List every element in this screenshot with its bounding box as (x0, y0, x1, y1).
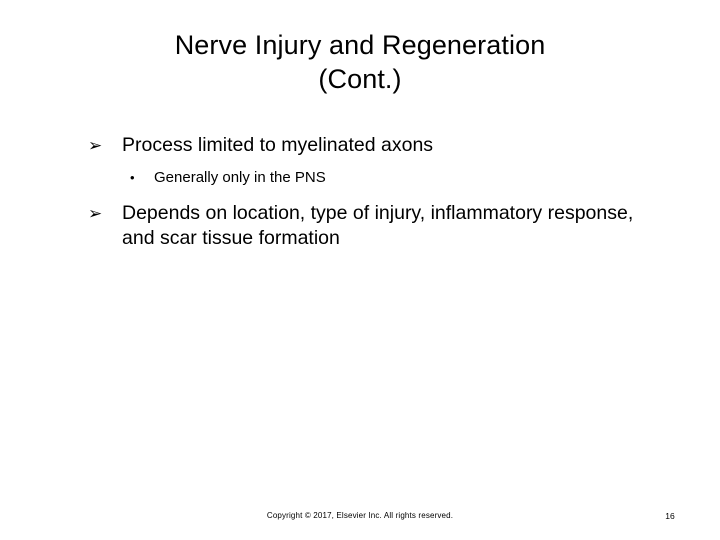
title-line-1: Nerve Injury and Regeneration (174, 30, 546, 60)
slide-body: ➢ Process limited to myelinated axons • … (88, 133, 654, 251)
arrowhead-bullet-icon: ➢ (88, 204, 103, 223)
bullet-item-3: ➢ Depends on location, type of injury, i… (88, 201, 654, 251)
bullet-item-3-text: Depends on location, type of injury, inf… (122, 202, 634, 249)
title-line-2: (Cont.) (318, 64, 402, 94)
copyright-notice: Copyright © 2017, Elsevier Inc. All righ… (266, 511, 454, 520)
round-bullet-icon: • (130, 170, 135, 185)
bullet-item-1-text: Process limited to myelinated axons (122, 134, 434, 156)
bullet-item-2-text: Generally only in the PNS (154, 169, 326, 186)
page-number: 16 (665, 511, 675, 521)
spacer-1 (88, 158, 654, 168)
spacer-2 (88, 188, 654, 201)
slide-title: Nerve Injury and Regeneration (Cont.) (60, 28, 660, 96)
bullet-item-2: • Generally only in the PNS (88, 168, 654, 188)
arrowhead-bullet-icon: ➢ (88, 136, 103, 155)
bullet-item-1: ➢ Process limited to myelinated axons (88, 133, 654, 158)
